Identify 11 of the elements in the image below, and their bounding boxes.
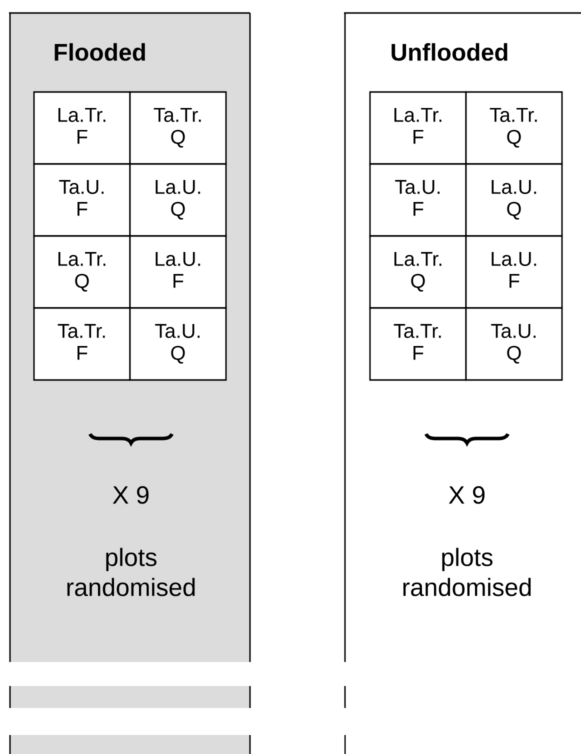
plot-cell: La.U. F — [465, 235, 563, 309]
plot-cell: La.Tr. Q — [369, 235, 467, 309]
plot-cell: La.Tr. F — [369, 91, 467, 165]
plot-cell: Ta.U. F — [369, 163, 467, 237]
plot-cell: Ta.Tr. Q — [465, 91, 563, 165]
panel-heading: Unflooded — [392, 43, 508, 61]
plot-cell: Ta.Tr. F — [369, 307, 467, 381]
plot-cell: La.U. Q — [465, 163, 563, 237]
plot-cell: Ta.U. Q — [465, 307, 563, 381]
note-text: plots randomised — [403, 548, 531, 596]
repeat-label: X 9 — [448, 486, 485, 504]
